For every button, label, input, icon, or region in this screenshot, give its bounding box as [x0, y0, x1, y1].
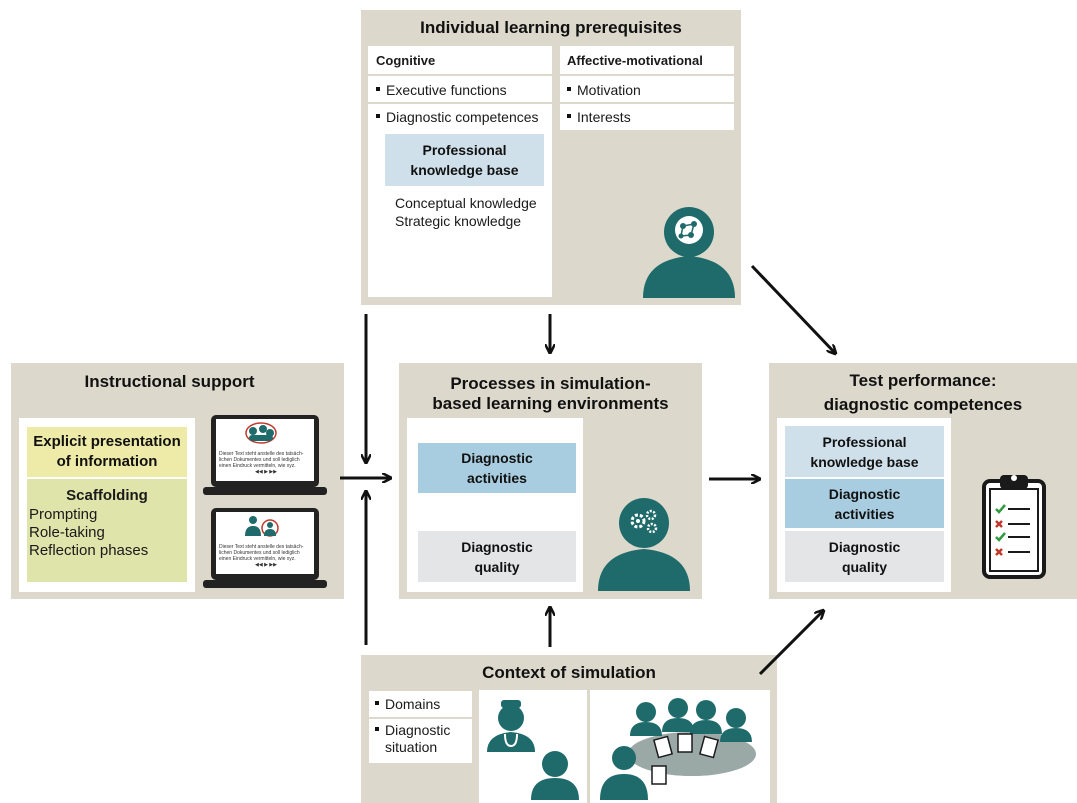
- divider: [560, 74, 734, 76]
- context-list: Domains Diagnostic situation: [369, 691, 472, 763]
- caption-line: Dieser Text steht anstelle des tatsäch-: [219, 544, 304, 550]
- list-item: Motivation: [567, 81, 641, 99]
- learner-gears-icon: [594, 491, 694, 591]
- list-item: Domains: [375, 695, 440, 713]
- list-item: Executive functions: [376, 81, 507, 99]
- professional-knowledge-base-box: Professional knowledge base: [785, 426, 944, 477]
- divider: [368, 74, 552, 76]
- box-line: activities: [834, 505, 895, 522]
- panel-title: diagnostic competences: [823, 395, 1023, 414]
- list-item: Diagnostic: [375, 721, 450, 739]
- laptop-icon: Dieser Text steht anstelle des tatsäch- …: [203, 413, 327, 497]
- box-line: Diagnostic: [828, 485, 901, 502]
- arrow-context-to-test: [758, 611, 823, 676]
- box-line: activities: [467, 470, 527, 486]
- panel-instructional-support: Instructional support Explicit presentat…: [11, 363, 344, 599]
- scaffolding-item: Prompting: [29, 506, 98, 523]
- list-item: Diagnostic competences: [376, 108, 539, 126]
- sub-item: Conceptual knowledge: [395, 195, 537, 211]
- caption-line: lichen Dokumentes und soll lediglich: [219, 457, 300, 463]
- scaffolding-item: Role-taking: [29, 524, 105, 541]
- divider: [560, 102, 734, 104]
- processes-content: Diagnostic activities Diagnostic quality: [407, 418, 583, 592]
- caption-line: Dieser Text steht anstelle des tatsäch-: [219, 451, 304, 457]
- box-line: Diagnostic: [828, 538, 901, 555]
- box-line: quality: [841, 558, 888, 575]
- media-controls: ◀◀ ▶ ▶▶: [254, 469, 277, 475]
- caption-line: einen Eindruck vermitteln, wie xyz.: [219, 556, 296, 562]
- box-line: Diagnostic: [461, 538, 533, 555]
- divider: [368, 102, 552, 104]
- panel-title: Context of simulation: [482, 663, 656, 682]
- laptop-icon: Dieser Text steht anstelle des tatsäch- …: [203, 506, 327, 590]
- list-item-continuation: situation: [385, 739, 438, 755]
- media-controls: ◀◀ ▶ ▶▶: [254, 562, 277, 568]
- box-line: Diagnostic: [461, 450, 533, 466]
- list-item: Interests: [567, 108, 631, 126]
- diagnostic-activities-box: Diagnostic activities: [418, 443, 576, 493]
- panel-title: Individual learning prerequisites: [420, 18, 682, 37]
- test-content: Professional knowledge base Diagnostic a…: [777, 418, 951, 592]
- laptop-caption: Dieser Text steht anstelle des tatsäch- …: [219, 451, 313, 475]
- panel-individual-learning-prerequisites: Individual learning prerequisites Cognit…: [361, 10, 741, 305]
- box-line: knowledge base: [810, 453, 919, 470]
- affective-motivational-column: Affective-motivational Motivation Intere…: [560, 46, 734, 130]
- doctor-patient-icon: [479, 690, 587, 803]
- scaffolding-box: Scaffolding Prompting Role-taking Reflec…: [27, 479, 187, 582]
- caption-line: einen Eindruck vermitteln, wie xyz.: [219, 463, 296, 469]
- professional-knowledge-base-box: Professional knowledge base: [385, 134, 544, 186]
- panel-processes-simulation: Processes in simulation- based learning …: [399, 363, 702, 599]
- learner-brain-icon: [639, 198, 739, 298]
- panel-test-performance: Test performance: diagnostic competences…: [769, 363, 1077, 599]
- box-line: Explicit presentation: [33, 433, 181, 450]
- explicit-presentation-box: Explicit presentation of information: [27, 427, 187, 477]
- box-line: Professional: [422, 142, 507, 158]
- cognitive-column: Cognitive Executive functions Diagnostic…: [368, 46, 552, 297]
- laptop-caption: Dieser Text steht anstelle des tatsäch- …: [219, 544, 313, 568]
- affective-header: Affective-motivational: [567, 53, 703, 68]
- sub-item: Strategic knowledge: [395, 213, 522, 229]
- clipboard-checklist-icon: [980, 471, 1048, 581]
- diagnostic-quality-box: Diagnostic quality: [785, 531, 944, 582]
- diagnostic-activities-box: Diagnostic activities: [785, 479, 944, 528]
- cognitive-header: Cognitive: [376, 53, 436, 68]
- scaffolding-item: Reflection phases: [29, 542, 149, 559]
- box-line: quality: [474, 558, 520, 575]
- panel-title: based learning environments: [432, 394, 669, 413]
- panel-title: Instructional support: [84, 372, 255, 391]
- panel-title: Test performance:: [849, 371, 997, 390]
- arrow-prerequisites-to-test: [750, 264, 835, 353]
- box-line: knowledge base: [410, 162, 519, 178]
- instructional-content: Explicit presentation of information Sca…: [19, 418, 195, 592]
- scaffolding-header: Scaffolding: [66, 487, 148, 504]
- caption-line: lichen Dokumentes und soll lediglich: [219, 550, 300, 556]
- panel-title: Processes in simulation-: [450, 374, 651, 393]
- divider: [369, 717, 472, 719]
- box-line: of information: [56, 453, 158, 470]
- team-meeting-icon: [590, 690, 770, 803]
- panel-context-of-simulation: Context of simulation Domains Diagnostic…: [361, 655, 777, 803]
- box-line: Professional: [822, 433, 907, 450]
- diagnostic-quality-box: Diagnostic quality: [418, 531, 576, 582]
